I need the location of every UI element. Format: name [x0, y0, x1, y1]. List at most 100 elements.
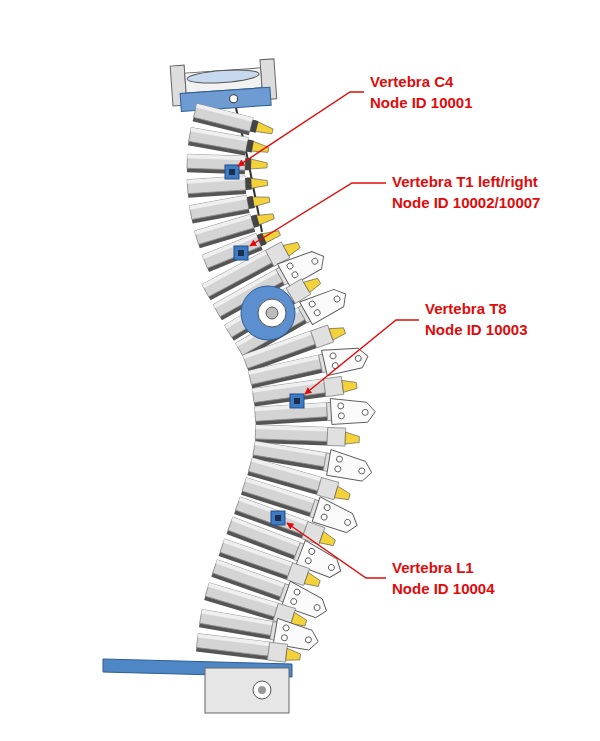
spring-wedge — [334, 486, 351, 501]
bolt — [283, 624, 290, 631]
sensor-square — [225, 165, 239, 179]
bolt — [308, 548, 316, 556]
bracket-plate — [322, 341, 371, 376]
bolt — [305, 636, 312, 643]
vertebra-block — [196, 634, 301, 664]
spring-wedge — [342, 378, 358, 392]
sensor-square — [290, 394, 304, 408]
bolt — [308, 300, 316, 308]
sensor-marker — [225, 165, 239, 179]
vertebra-label: Vertebra L1 — [392, 558, 474, 578]
vertebra-top — [187, 154, 245, 160]
vertebrae — [187, 104, 376, 664]
vertebra-top — [190, 128, 248, 142]
spinous-block — [268, 642, 288, 662]
sensor-center — [229, 169, 235, 175]
bolt — [328, 564, 336, 572]
bolt — [291, 271, 299, 279]
bolt — [313, 604, 321, 612]
leader-line — [305, 320, 419, 394]
head-plate — [180, 87, 271, 111]
vertebra-top — [196, 104, 253, 122]
vertebra-top — [223, 539, 292, 566]
bolt — [334, 466, 341, 473]
clamp — [247, 196, 255, 209]
spring-wedge — [286, 648, 301, 662]
clamp — [245, 178, 252, 190]
head-fixture — [170, 59, 277, 112]
sensor-square — [234, 246, 248, 260]
bolt — [323, 504, 331, 512]
vertebra-label: Vertebra C4 — [370, 72, 453, 92]
vertebra-block — [254, 396, 375, 430]
vertebra-block — [247, 341, 370, 393]
vertebra-body — [189, 128, 249, 152]
leader-line — [238, 92, 364, 166]
spring-wedge — [319, 531, 336, 547]
bolt — [320, 513, 328, 521]
clamp — [250, 120, 259, 133]
vertebra-top — [255, 441, 327, 457]
vertebra-body — [194, 104, 254, 132]
bolt — [281, 634, 288, 641]
bolt — [338, 413, 344, 419]
shoulder-disk — [241, 286, 295, 340]
spring-wedge — [345, 432, 359, 444]
sensor-center — [275, 515, 281, 521]
bolt — [362, 409, 368, 415]
spring-wedge — [283, 239, 301, 256]
bracket-plate — [327, 450, 375, 483]
vertebra-top — [216, 560, 285, 588]
vertebra-label: Vertebra T8 — [425, 299, 507, 319]
bolt — [358, 467, 365, 474]
vertebra-top — [198, 634, 270, 647]
vertebra-body — [200, 610, 273, 636]
spring-wedge — [304, 572, 321, 588]
vertebra-top — [201, 610, 273, 626]
vertebra-top — [252, 379, 324, 393]
load-cell — [187, 68, 260, 85]
sensor-square — [271, 511, 285, 525]
sensor-marker — [234, 246, 248, 260]
spring-wedge — [329, 324, 346, 340]
vertebra-top — [251, 458, 321, 482]
vertebra-body — [252, 379, 325, 403]
leader-line — [287, 523, 386, 578]
bolt — [338, 403, 344, 409]
spring-wedge — [304, 275, 322, 293]
clamp — [257, 233, 267, 246]
spinous-block — [327, 427, 346, 446]
sensor-marker — [290, 394, 304, 408]
vertebra-top — [245, 478, 315, 504]
bolt — [344, 519, 352, 527]
bolt — [355, 355, 362, 362]
bolt — [313, 309, 321, 317]
leader-line — [250, 183, 386, 246]
clamp — [246, 140, 254, 153]
vertebra-top — [189, 195, 247, 209]
bolt — [286, 262, 294, 270]
vertebra-body — [197, 634, 270, 656]
vertebra-top — [248, 355, 319, 375]
vertebra-top — [239, 497, 308, 525]
bolt — [290, 598, 298, 606]
vertebra-top — [231, 517, 300, 546]
bracket-plate — [330, 396, 376, 425]
bolt — [293, 588, 301, 596]
bolt — [229, 94, 238, 103]
vertebra-body — [248, 355, 321, 384]
vertebra-top — [208, 583, 278, 607]
bolt — [329, 352, 336, 359]
sensor-marker — [271, 511, 285, 525]
vertebra-body — [255, 425, 327, 442]
vertebra-top — [195, 214, 252, 234]
shoulder-disk-hub — [258, 299, 286, 327]
bolt — [311, 257, 319, 265]
node-id-label: Node ID 10003 — [425, 320, 528, 340]
bolt — [336, 456, 343, 463]
clamp — [251, 215, 260, 228]
bolt — [253, 681, 271, 699]
